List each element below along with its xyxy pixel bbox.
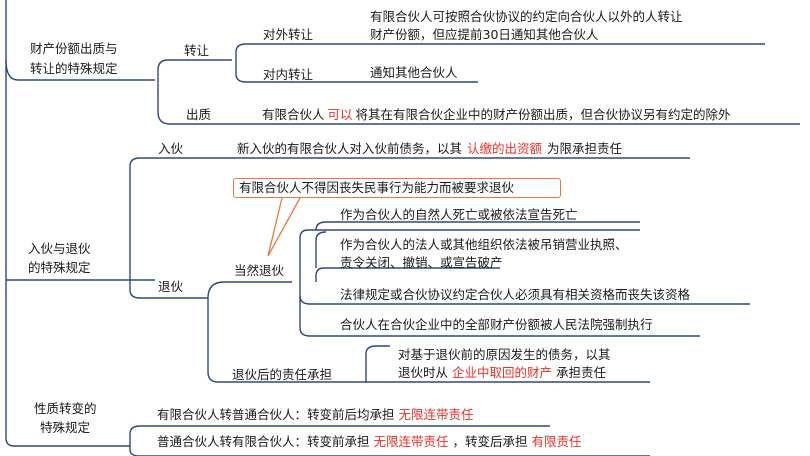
- automatic-items-spine: [299, 229, 640, 282]
- automatic-exit-label: 当然退伙: [234, 263, 285, 278]
- join-highlight: 认缴的出资额: [467, 141, 543, 156]
- gp-to-lp-text: 普通合伙人转有限合伙人：转变前承担无限连带责任，转变后承担有限责任: [157, 434, 582, 449]
- liability-text-line2: 退伙时从企业中取回的财产承担责任: [398, 365, 607, 380]
- gp-to-lp-highlight-1: 无限连带责任: [373, 434, 449, 449]
- automatic-exit-item: 法律规定或合伙协议约定合伙人必须具有相关资格而丧失该资格: [340, 287, 691, 302]
- join-exit-label-line2: 的特殊规定: [28, 260, 91, 275]
- exit-spine: [207, 298, 650, 383]
- callout-pointer: [267, 197, 301, 257]
- transfer-top: [157, 59, 232, 80]
- automatic-exit-item: 作为合伙人的自然人死亡或被依法宣告死亡: [340, 207, 578, 222]
- transfer-label-line1: 财产份额出质与: [30, 41, 118, 56]
- join-label: 入伙: [158, 141, 184, 156]
- external-transfer-text-line1: 有限合伙人可按照合伙协议的约定向合伙人以外的人转让: [370, 9, 683, 24]
- exit-callout-text: 有限合伙人不得因丧失民事行为能力而被要求退伙: [239, 180, 515, 195]
- gp-to-lp-highlight-2: 有限责任: [531, 434, 582, 449]
- external-transfer-text-line2: 财产份额，但应提前30日通知其他合伙人: [370, 27, 599, 42]
- internal-transfer-text: 通知其他合伙人: [370, 65, 458, 80]
- pledge-label: 出质: [186, 107, 212, 122]
- lp-to-gp-text: 有限合伙人转普通合伙人：转变前后均承担无限连带责任: [157, 407, 474, 422]
- lp-to-gp-highlight: 无限连带责任: [398, 407, 474, 422]
- exit-callout: 有限合伙人不得因丧失民事行为能力而被要求退伙: [233, 178, 561, 198]
- join-text: 新入伙的有限合伙人对入伙前债务，以其认缴的出资额为限承担责任: [237, 141, 623, 156]
- automatic-exit-item: 合伙人在合伙企业中的全部财产份额被人民法院强制执行: [340, 317, 653, 332]
- root-branch-transfer: [5, 59, 155, 81]
- root-spine: [5, 0, 22, 447]
- automatic-exit-item: 作为合伙人的法人或其他组织依法被吊销营业执照、: [340, 237, 628, 252]
- transfer-spine: [157, 80, 800, 125]
- item-2-top: [315, 231, 327, 268]
- join-exit-label-line1: 入伙与退伙: [28, 241, 91, 256]
- liability-branch: [365, 345, 390, 382]
- external-transfer-label: 对外转让: [263, 27, 314, 42]
- liability-text-line1: 对基于退伙前的原因发生的债务，以其: [398, 347, 611, 362]
- pledge-highlight: 可以: [327, 107, 353, 122]
- pledge-text: 有限合伙人可以将其在有限合伙企业中的财产份额出质，但合伙协议另有约定的除外: [262, 107, 731, 122]
- item-4-line: [299, 296, 700, 337]
- transfer-label-line2: 转让的特殊规定: [30, 61, 118, 76]
- liability-label: 退伙后的责任承担: [232, 367, 333, 382]
- exit-branch: [129, 280, 208, 299]
- join-exit-spine: [129, 157, 690, 280]
- liability-highlight: 企业中取回的财产: [452, 365, 553, 380]
- exit-label: 退伙: [158, 279, 184, 294]
- zhuanrang-branch: [235, 43, 765, 60]
- zhuanrang-lower: [235, 60, 478, 83]
- automatic-exit-underline: [207, 281, 292, 299]
- item-2-line: [315, 267, 500, 282]
- conversion-spine: [129, 425, 550, 446]
- zhuanrang-label: 转让: [184, 43, 210, 58]
- conversion-label-line1: 性质转变的: [34, 401, 97, 416]
- internal-transfer-label: 对内转让: [263, 67, 314, 82]
- automatic-exit-item: 责令关闭、撤销、或宣告破产: [340, 255, 503, 270]
- item-1-line: [315, 221, 640, 231]
- conversion-label-line2: 特殊规定: [40, 420, 91, 435]
